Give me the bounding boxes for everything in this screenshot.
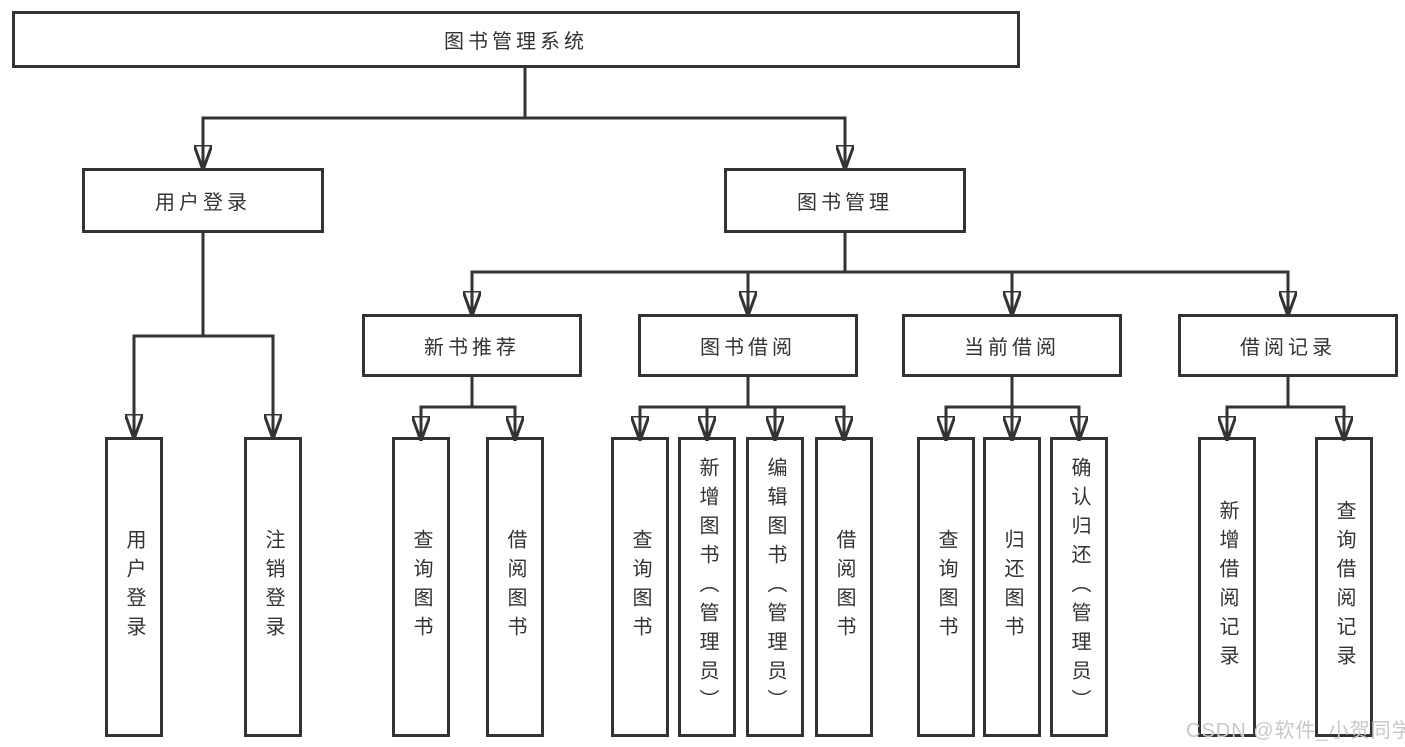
- leaf-nb-borrow-books-label: 借阅图书: [504, 529, 526, 645]
- leaf-br-add-borrow-record-label: 新增借阅记录: [1216, 500, 1238, 674]
- node-user-login-label: 用户登录: [155, 192, 251, 214]
- leaf-br-query-borrow-record: 查询借阅记录: [1315, 437, 1373, 737]
- leaf-user-login-label: 用户登录: [123, 529, 145, 645]
- leaf-cb-return-books-label: 归还图书: [1001, 529, 1023, 645]
- leaf-cb-return-books: 归还图书: [983, 437, 1041, 737]
- leaf-bb-borrow-books: 借阅图书: [815, 437, 873, 737]
- node-book-management: 图书管理: [724, 168, 966, 233]
- node-borrow-records-label: 借阅记录: [1240, 337, 1336, 359]
- leaf-nb-borrow-books: 借阅图书: [486, 437, 544, 737]
- leaf-nb-query-books: 查询图书: [392, 437, 450, 737]
- leaf-bb-query-books-label: 查询图书: [629, 529, 651, 645]
- node-book-borrowing: 图书借阅: [638, 314, 858, 377]
- leaf-bb-borrow-books-label: 借阅图书: [833, 529, 855, 645]
- node-borrow-records: 借阅记录: [1178, 314, 1398, 377]
- node-book-management-label: 图书管理: [797, 192, 893, 214]
- node-root: 图书管理系统: [12, 11, 1020, 68]
- leaf-cb-query-books: 查询图书: [917, 437, 975, 737]
- leaf-bb-query-books: 查询图书: [611, 437, 669, 737]
- leaf-bb-add-books-admin-label: 新增图书（管理员）: [696, 456, 718, 718]
- node-current-borrowing-label: 当前借阅: [964, 337, 1060, 359]
- leaf-nb-query-books-label: 查询图书: [410, 529, 432, 645]
- node-user-login: 用户登录: [82, 168, 324, 233]
- leaf-br-query-borrow-record-label: 查询借阅记录: [1333, 500, 1355, 674]
- node-root-label: 图书管理系统: [444, 31, 588, 53]
- leaf-cb-confirm-return-admin: 确认归还（管理员）: [1050, 437, 1108, 737]
- node-new-book-recommendation: 新书推荐: [362, 314, 582, 377]
- leaf-br-add-borrow-record: 新增借阅记录: [1198, 437, 1256, 737]
- leaf-logout-login: 注销登录: [244, 437, 302, 737]
- leaf-logout-login-label: 注销登录: [262, 529, 284, 645]
- node-current-borrowing: 当前借阅: [902, 314, 1122, 377]
- node-book-borrowing-label: 图书借阅: [700, 337, 796, 359]
- leaf-cb-confirm-return-admin-label: 确认归还（管理员）: [1068, 456, 1090, 718]
- leaf-cb-query-books-label: 查询图书: [935, 529, 957, 645]
- node-new-book-recommendation-label: 新书推荐: [424, 337, 520, 359]
- leaf-bb-edit-books-admin-label: 编辑图书（管理员）: [764, 456, 786, 718]
- leaf-user-login: 用户登录: [105, 437, 163, 737]
- leaf-bb-add-books-admin: 新增图书（管理员）: [678, 437, 736, 737]
- csdn-watermark: CSDN @软件_小贺同学: [1186, 720, 1405, 742]
- leaf-bb-edit-books-admin: 编辑图书（管理员）: [746, 437, 804, 737]
